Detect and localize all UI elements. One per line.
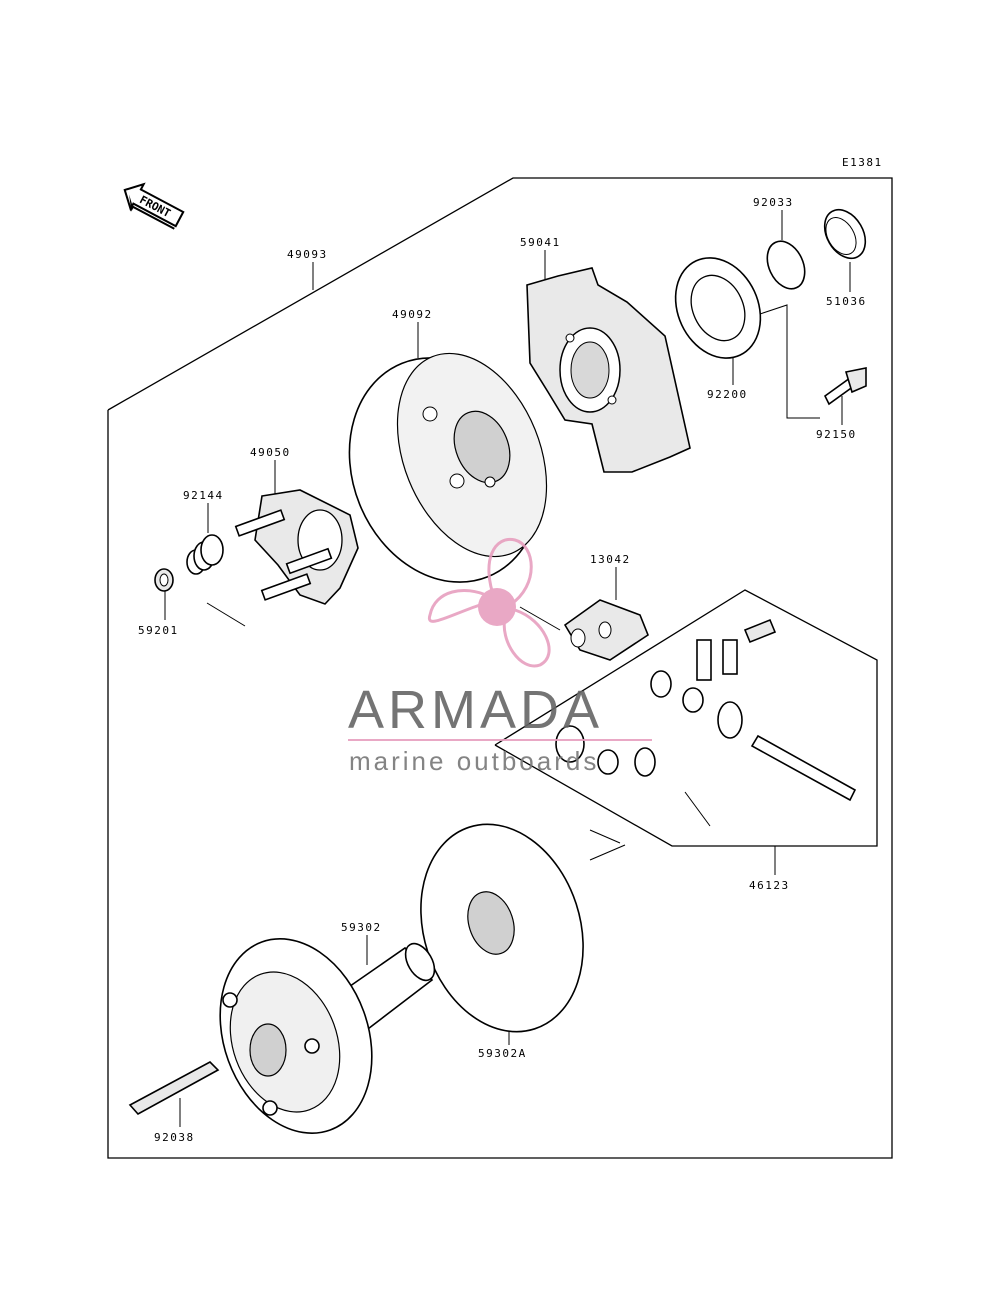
drawing-code: E1381	[842, 156, 883, 169]
front-arrow-icon: FRONT	[123, 182, 185, 230]
label-59302A: 59302A	[478, 1047, 527, 1060]
sheave-59302A	[420, 823, 584, 1033]
label-92033: 92033	[753, 196, 794, 209]
watermark-brand: ARMADA	[348, 680, 603, 740]
boot-92144	[186, 534, 224, 575]
label-59302: 59302	[341, 921, 382, 934]
ring-plate-92200	[674, 257, 762, 359]
washer-59201	[154, 568, 174, 592]
part-labels: 49093 59041 92033 51036 49092 92200 9215…	[138, 196, 867, 1144]
label-13042: 13042	[590, 553, 631, 566]
label-49092: 49092	[392, 308, 433, 321]
bolt-92150	[823, 367, 867, 406]
sheave-59302	[219, 938, 436, 1134]
label-49050: 49050	[250, 446, 291, 459]
label-59041: 59041	[520, 236, 561, 249]
watermark-tagline: marine outboards	[349, 746, 599, 776]
circlip-92033	[766, 240, 806, 290]
plate-59041	[526, 267, 691, 473]
label-92200: 92200	[707, 388, 748, 401]
label-92150: 92150	[816, 428, 857, 441]
watermark: ARMADA marine outboards	[348, 537, 652, 776]
propeller-hub-icon	[478, 588, 516, 626]
label-92038: 92038	[154, 1131, 195, 1144]
propeller-logo-icon	[427, 537, 551, 668]
bushing-51036	[823, 208, 867, 260]
label-59201: 59201	[138, 624, 179, 637]
cover-49092	[348, 352, 548, 583]
label-46123: 46123	[749, 879, 790, 892]
label-49093: 49093	[287, 248, 328, 261]
label-51036: 51036	[826, 295, 867, 308]
key-92038	[128, 1061, 220, 1116]
spider-49050	[234, 489, 359, 605]
subassembly-outline	[494, 589, 878, 847]
label-92144: 92144	[183, 489, 224, 502]
assembly-outline	[107, 177, 893, 1159]
weight-13042	[563, 599, 649, 661]
roller-kit-46123	[555, 618, 857, 802]
